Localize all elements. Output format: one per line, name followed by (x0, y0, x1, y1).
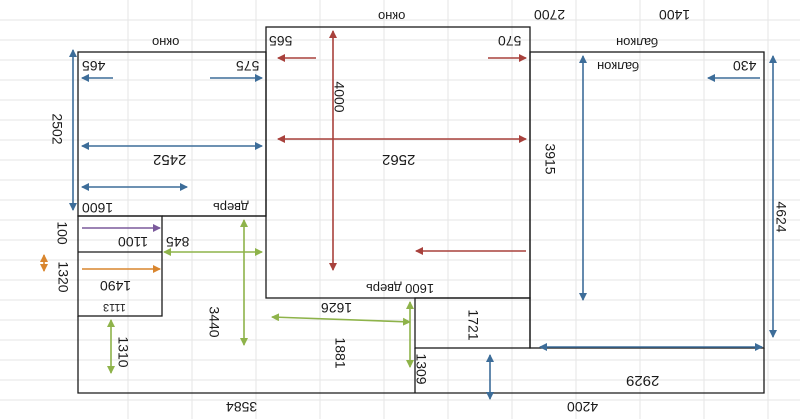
walls (77, 26, 765, 394)
outer-bottom-wall (77, 316, 765, 394)
red-dimensions (277, 30, 527, 271)
arrow-1626 (271, 313, 411, 326)
room-center (265, 26, 531, 299)
green-dimensions (107, 219, 414, 374)
corridor-box (77, 215, 163, 317)
blue-dimensions (69, 49, 777, 400)
room-left-top (77, 51, 267, 217)
small-room (414, 297, 531, 349)
